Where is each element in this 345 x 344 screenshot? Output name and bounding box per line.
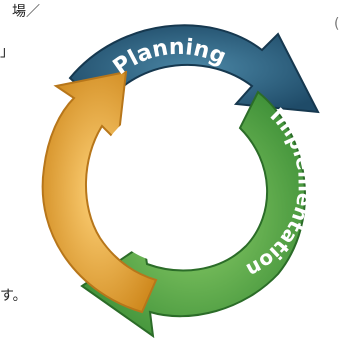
text-fragment-bottom-left: す。 [0,288,27,304]
text-fragment-top-left-1: 場／ [12,4,40,20]
management-arc [41,70,158,314]
text-fragment-top-left-2: 」 [0,44,14,60]
cycle-center [95,104,255,264]
text-fragment-right-edge: ( [334,16,340,32]
planning-arc [68,24,320,114]
